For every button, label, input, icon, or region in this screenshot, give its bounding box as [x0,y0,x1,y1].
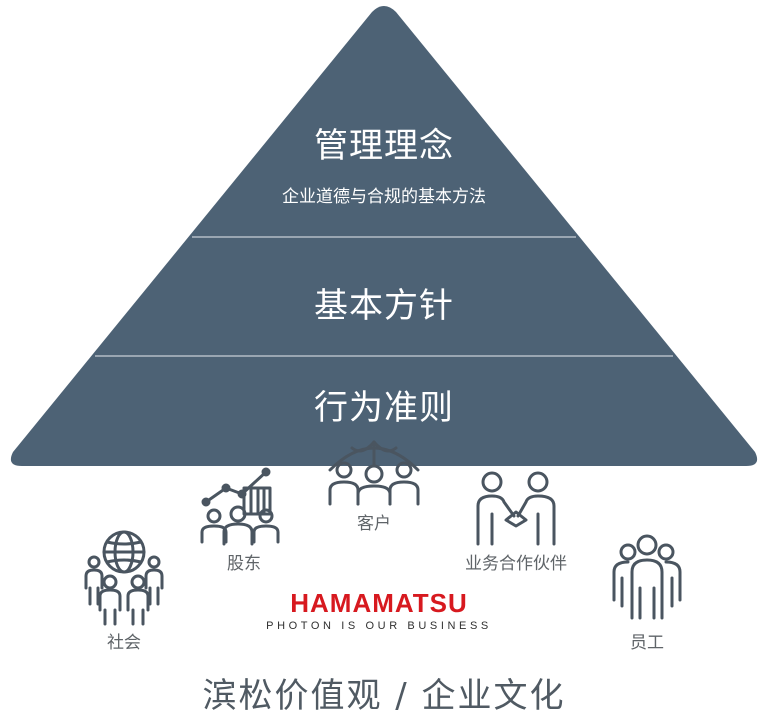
globe-community-icon [80,526,168,630]
handshake-partners-icon [470,470,562,550]
brand-name: HAMAMATSU [290,588,468,618]
stakeholder-label-shareholders: 股东 [227,554,261,574]
stakeholder-label-society: 社会 [107,633,141,653]
tier-code-of-conduct: 行为准则 [314,388,454,428]
employees-group-icon [606,532,688,626]
stakeholder-label-customers: 客户 [357,514,391,534]
tier-basic-policy: 基本方针 [314,286,454,326]
customers-umbrella-icon [322,440,426,510]
tier-management-philosophy-subtitle: 企业道德与合规的基本方法 [282,187,486,207]
footer-title: 滨松价值观 / 企业文化 [202,676,566,716]
tier-management-philosophy: 管理理念 [314,126,454,166]
brand-tagline: PHOTON IS OUR BUSINESS [266,620,492,632]
shareholders-chart-icon [196,466,292,550]
stakeholder-label-business-partners: 业务合作伙伴 [465,554,567,574]
hamamatsu-logo: HAMAMATSU PHOTON IS OUR BUSINESS [250,590,508,632]
stakeholder-label-employees: 员工 [630,633,664,653]
pyramid-shape [10,6,758,466]
